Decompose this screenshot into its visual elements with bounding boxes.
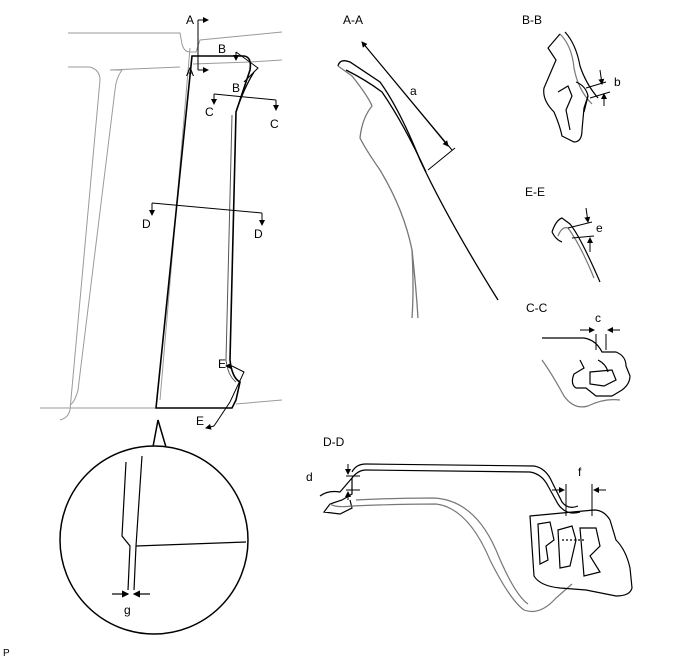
detail-circle-contents (112, 455, 247, 598)
dimension-b-arrow (585, 69, 611, 106)
marker-b-left: B (218, 42, 226, 56)
cut-line-e (205, 363, 245, 430)
dimension-c-arrow (580, 327, 620, 350)
marker-d-left: D (142, 217, 151, 231)
section-aa-shape (337, 60, 499, 319)
marker-d-right: D (254, 227, 263, 241)
dimension-f-arrow (552, 484, 606, 516)
cut-line-b (233, 51, 259, 83)
marker-a-top: A (186, 13, 194, 27)
marker-c-right: C (270, 117, 279, 131)
section-bb-shape (543, 31, 599, 143)
dimension-a: a (410, 84, 417, 98)
dimension-e: e (596, 221, 603, 235)
marker-b-right: B (232, 81, 240, 95)
cut-line-c (211, 93, 279, 111)
marker-e-bottom: E (196, 414, 204, 428)
section-ee-shape (551, 217, 601, 283)
section-title-dd: D-D (323, 435, 345, 449)
cut-line-a (197, 17, 209, 73)
dimension-d: d (306, 470, 313, 484)
dimension-b: b (614, 75, 621, 89)
dimension-a-arrow (361, 41, 456, 171)
marker-c-left: C (205, 105, 214, 119)
section-dd-shape (319, 463, 633, 613)
dimension-e-arrow (567, 207, 595, 252)
figure-code: P (3, 648, 10, 658)
dimension-f: f (578, 465, 582, 479)
dimension-c: c (595, 311, 601, 325)
section-title-cc: C-C (526, 301, 548, 315)
marker-a-bottom: A (186, 65, 194, 79)
detail-circle (59, 419, 249, 635)
marker-e-top: E (218, 357, 226, 371)
section-cc-shape (541, 337, 631, 408)
pillar-garnish (155, 55, 255, 409)
section-title-ee: E-E (525, 185, 545, 199)
dimension-d-arrow (345, 464, 360, 500)
section-title-aa: A-A (343, 13, 363, 27)
section-title-bb: B-B (522, 13, 542, 27)
dimension-g: g (124, 603, 131, 617)
cut-line-d (149, 202, 265, 226)
